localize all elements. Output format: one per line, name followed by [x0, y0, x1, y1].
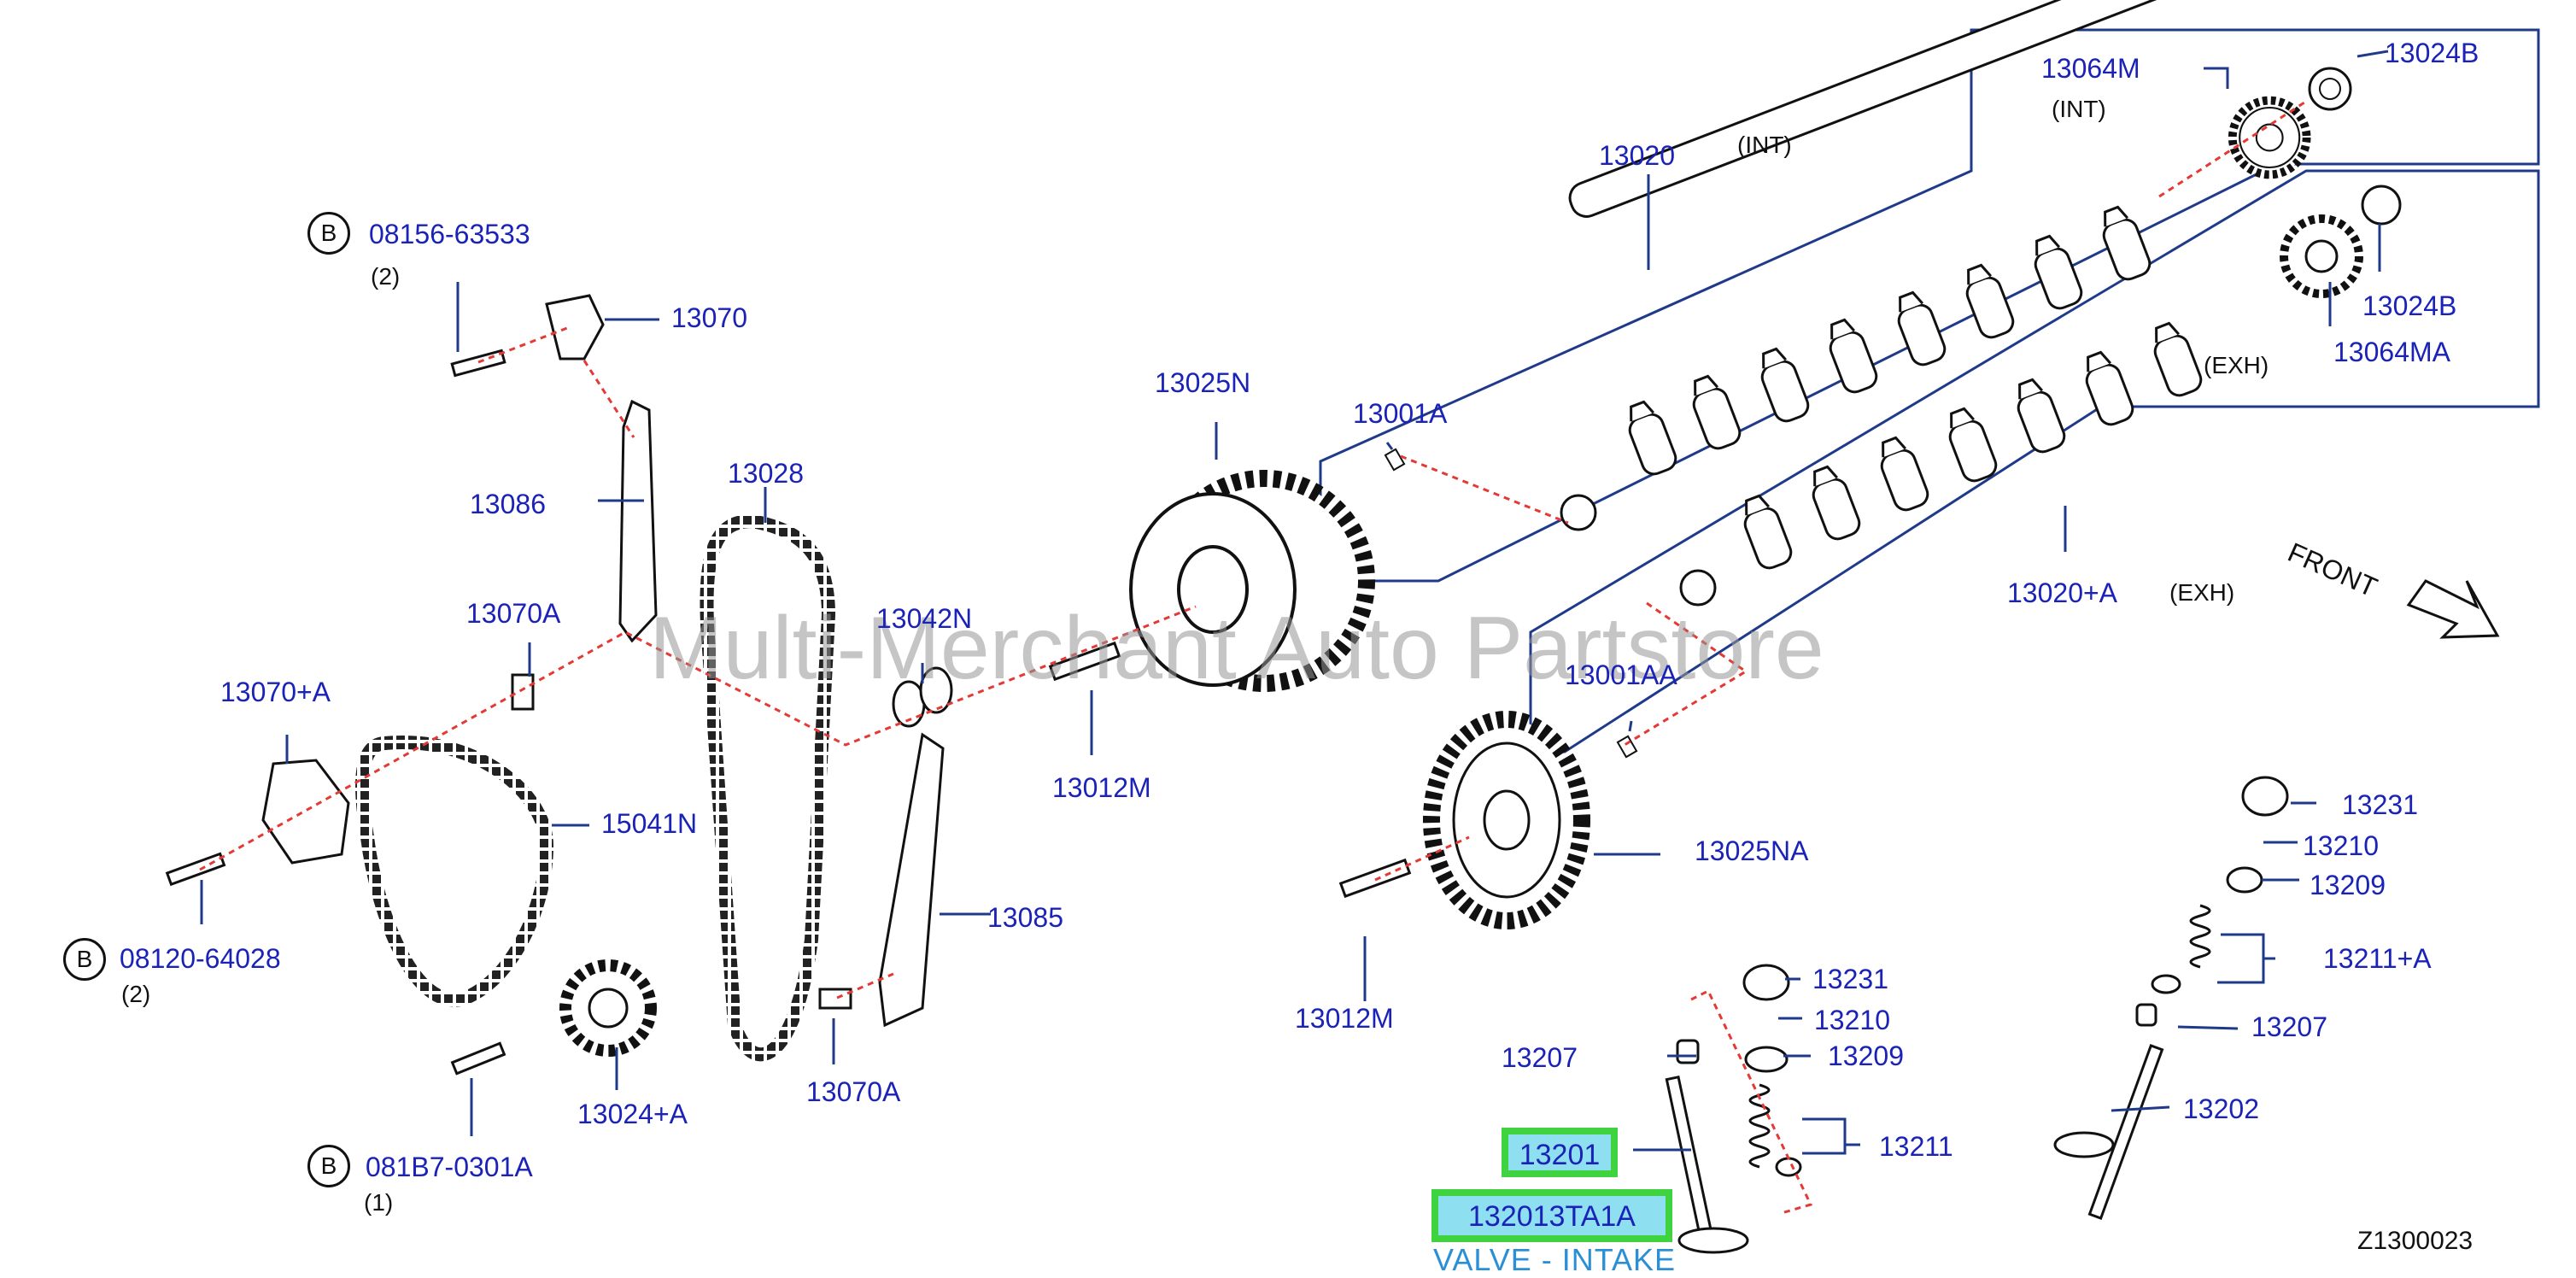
label-13231-left[interactable]: 13231 — [1812, 964, 1888, 994]
label-13025na[interactable]: 13025NA — [1695, 835, 1809, 866]
label-13042n[interactable]: 13042N — [876, 603, 973, 634]
label-08156-63533[interactable]: 08156-63533 — [369, 219, 530, 249]
label-13086[interactable]: 13086 — [470, 489, 546, 519]
label-13231-right[interactable]: 13231 — [2342, 789, 2418, 820]
valve-13202-stem — [2087, 1044, 2164, 1220]
dashed-valve-left — [1690, 988, 1813, 1215]
tensioner-13070-plus-a — [261, 759, 350, 865]
dashed-13070-13086 — [583, 360, 635, 438]
bolt-13012m-bot — [1338, 858, 1412, 899]
exhaust-sprocket-13025na — [1423, 711, 1590, 929]
exhaust-camshaft — [1679, 318, 2206, 607]
label-13064ma-exh: (EXH) — [2204, 352, 2269, 378]
dashed-13070plusa-line — [199, 605, 1197, 871]
label-081b7-qty: (1) — [364, 1189, 394, 1216]
bolt-b-icon-08156: B — [307, 212, 350, 255]
label-13001aa[interactable]: 13001AA — [1565, 660, 1677, 690]
label-13070-plus-a[interactable]: 13070+A — [220, 677, 331, 707]
label-13020-int: (INT) — [1737, 132, 1792, 158]
label-13064m[interactable]: 13064M — [2041, 53, 2140, 84]
label-13020-plus-a-exh: (EXH) — [2169, 579, 2235, 606]
dashed-13001aa — [1624, 601, 1748, 747]
label-13024-plus-a[interactable]: 13024+A — [577, 1099, 688, 1129]
bolt-08156 — [450, 349, 506, 378]
oil-pump-chain-15041n — [355, 736, 554, 1007]
label-13024b-top[interactable]: 13024B — [2385, 38, 2479, 68]
bolt-b-icon-08120: B — [63, 938, 106, 981]
label-13209-right[interactable]: 13209 — [2310, 870, 2386, 900]
label-13070a-bot[interactable]: 13070A — [806, 1076, 901, 1107]
vtc-sprocket-13025n — [1129, 470, 1375, 692]
label-13012m-bot[interactable]: 13012M — [1295, 1003, 1394, 1034]
label-13020[interactable]: 13020 — [1599, 140, 1675, 171]
dowel-13001a — [1384, 448, 1406, 472]
bushing-13024b-mid — [2361, 185, 2402, 226]
label-13209-left[interactable]: 13209 — [1828, 1041, 1904, 1071]
label-13020-plus-a[interactable]: 13020+A — [2007, 577, 2118, 608]
label-08120-qty: (2) — [121, 981, 151, 1007]
bolt-b-icon-081b7: B — [307, 1145, 350, 1187]
valve-13201-stem — [1665, 1075, 1716, 1249]
watermark: Multi-Merchant Auto Partstore — [649, 599, 1824, 698]
valve-description: VALVE - INTAKE — [1433, 1242, 1677, 1277]
chain-guide-13086 — [618, 399, 658, 643]
front-arrow — [2406, 579, 2500, 639]
bolt-13070a-bot — [818, 988, 852, 1010]
tensioner-13070 — [545, 294, 605, 361]
label-08156-qty: (2) — [371, 263, 401, 290]
label-15041n[interactable]: 15041N — [601, 808, 698, 839]
label-13064ma[interactable]: 13064MA — [2333, 337, 2450, 367]
highlight-13201[interactable]: 13201 — [1502, 1128, 1618, 1177]
label-13085[interactable]: 13085 — [987, 902, 1063, 933]
seal-13042n-b — [919, 666, 953, 714]
label-08120-64028[interactable]: 08120-64028 — [120, 943, 281, 974]
label-13207-left[interactable]: 13207 — [1502, 1042, 1578, 1073]
label-13028[interactable]: 13028 — [728, 458, 804, 489]
label-13064m-int: (INT) — [2052, 96, 2106, 122]
exhaust-camshaft-outline — [1529, 169, 2540, 753]
highlight-132013ta1a[interactable]: 132013TA1A — [1431, 1189, 1672, 1242]
dashed-08156-13070 — [477, 326, 568, 364]
label-13202[interactable]: 13202 — [2183, 1093, 2259, 1124]
label-13025n[interactable]: 13025N — [1155, 367, 1251, 398]
reference-code: Z1300023 — [2357, 1227, 2474, 1255]
label-13207-right[interactable]: 13207 — [2251, 1011, 2327, 1042]
bolt-13012m-top — [1048, 641, 1121, 682]
label-13001a[interactable]: 13001A — [1353, 398, 1448, 429]
intake-camshaft — [1560, 0, 2197, 531]
bolt-081b7 — [450, 1041, 506, 1076]
bolt-08120 — [165, 852, 226, 887]
label-13070[interactable]: 13070 — [671, 302, 747, 333]
intake-camshaft-outline — [1319, 28, 2540, 583]
label-13012m-top[interactable]: 13012M — [1052, 772, 1151, 803]
label-13024b-mid[interactable]: 13024B — [2362, 290, 2457, 321]
chain-guide-13085 — [878, 732, 945, 1028]
label-13070a-top[interactable]: 13070A — [466, 598, 561, 629]
label-081b7-0301a[interactable]: 081B7-0301A — [366, 1152, 533, 1182]
label-13211[interactable]: 13211 — [1879, 1131, 1953, 1162]
timing-chain-13028 — [700, 513, 836, 1062]
dowel-13001aa — [1616, 735, 1638, 759]
dashed-13001a — [1400, 454, 1569, 525]
label-13210-left[interactable]: 13210 — [1814, 1005, 1890, 1035]
intake-sprocket-13064m — [2233, 101, 2307, 175]
label-13210-right[interactable]: 13210 — [2303, 830, 2379, 861]
label-13211-plus-a[interactable]: 13211+A — [2323, 943, 2432, 974]
bolt-13070a-top — [511, 673, 535, 711]
